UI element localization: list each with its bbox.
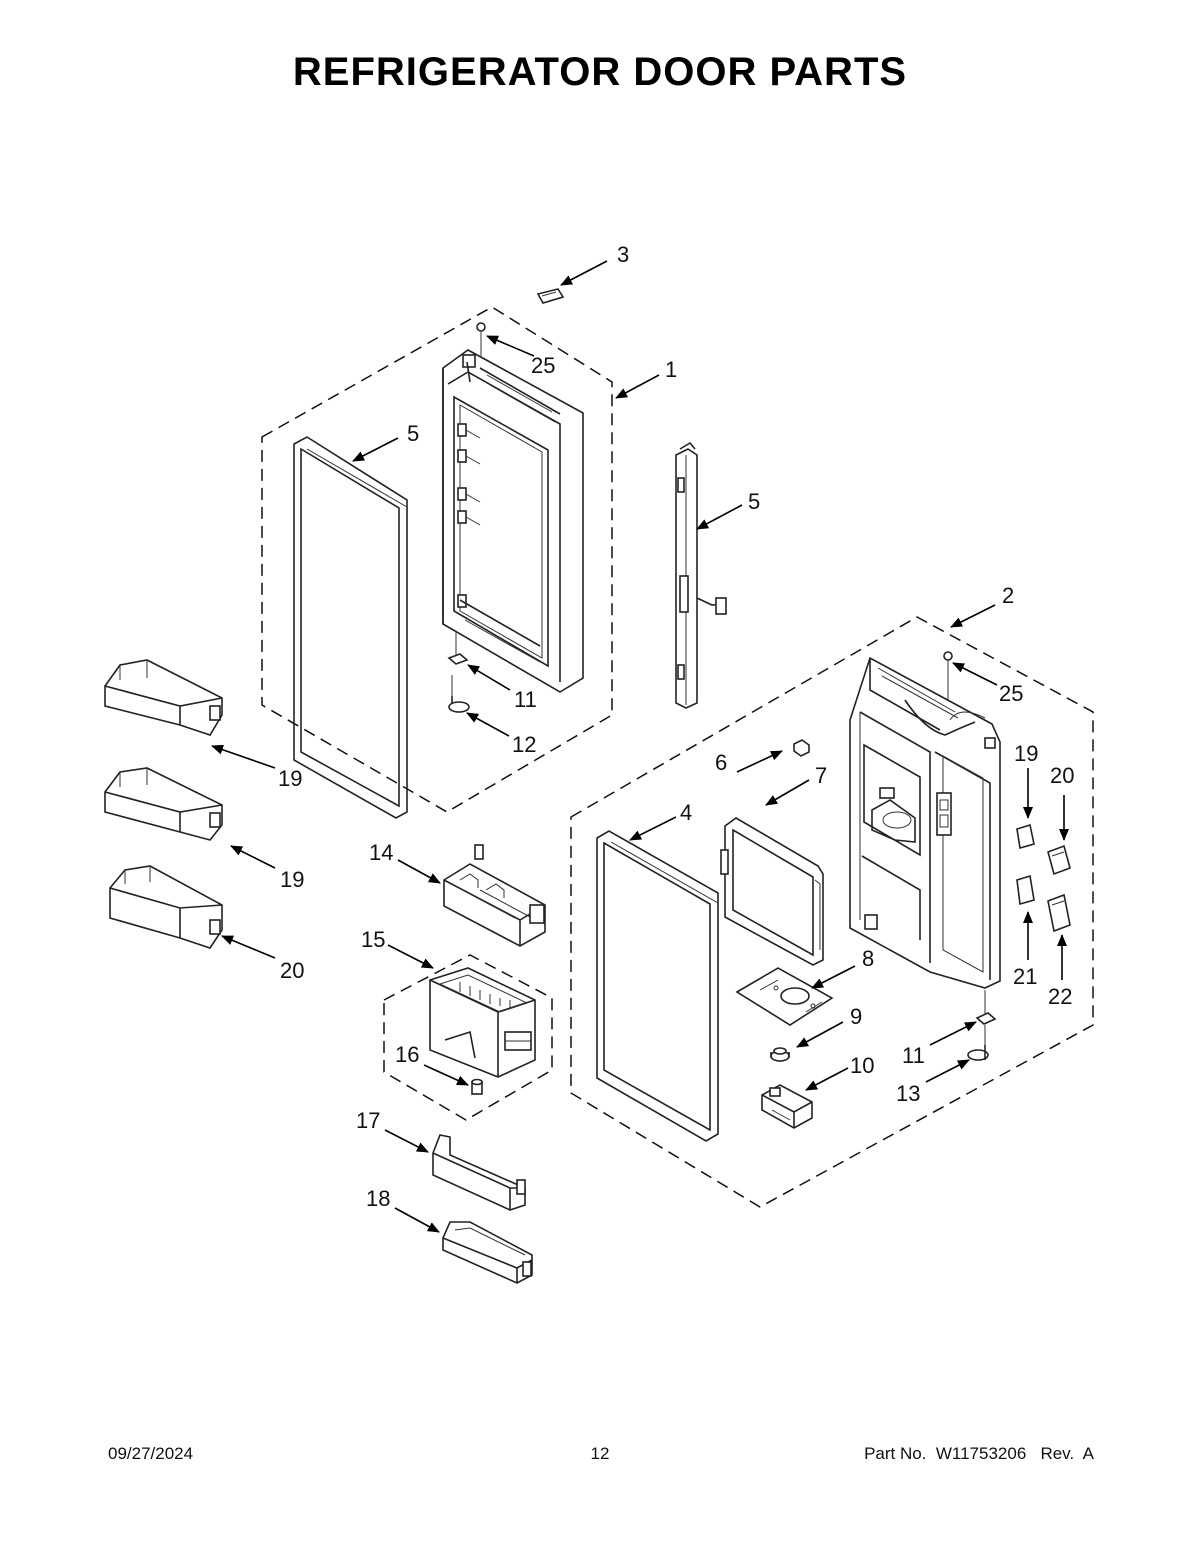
callout-label: 2 bbox=[1002, 583, 1014, 608]
callout-label: 15 bbox=[361, 927, 385, 952]
door-bin-18-part bbox=[442, 1221, 533, 1284]
callout-label: 18 bbox=[366, 1186, 390, 1211]
chute-plate-part bbox=[735, 967, 834, 1026]
callout-label: 9 bbox=[850, 1004, 862, 1029]
footer-page-number: 12 bbox=[590, 1444, 610, 1463]
door-bin-17-part bbox=[432, 1134, 526, 1211]
hinge-shim-right-part bbox=[975, 990, 997, 1025]
callout-label: 19 bbox=[278, 766, 302, 791]
right-door-part bbox=[849, 656, 1001, 989]
callout-label: 12 bbox=[512, 732, 536, 757]
screw-right-part bbox=[943, 651, 953, 700]
footer-part-number: Part No. W11753206 Rev. A bbox=[864, 1444, 1094, 1463]
callout-label: 1 bbox=[665, 357, 677, 382]
callout-label: 22 bbox=[1048, 984, 1072, 1009]
callout-label: 11 bbox=[514, 687, 537, 712]
hinge-cap-part bbox=[536, 288, 565, 304]
door-bin-20-part bbox=[109, 865, 223, 949]
callout-label: 14 bbox=[369, 840, 393, 865]
callout-label: 5 bbox=[748, 489, 760, 514]
callout-label: 21 bbox=[1013, 964, 1037, 989]
page-title: REFRIGERATOR DOOR PARTS bbox=[292, 50, 908, 94]
door-bin-19-bottom-part bbox=[104, 767, 223, 841]
callout-arrows bbox=[211, 260, 1069, 1233]
callout-label: 20 bbox=[1050, 763, 1074, 788]
callout-label: 4 bbox=[680, 800, 692, 825]
pad-24-part bbox=[1047, 893, 1071, 933]
pad-22-part bbox=[1047, 844, 1071, 876]
right-door-group-outline bbox=[570, 616, 1094, 1208]
dispenser-motor-part bbox=[761, 1084, 813, 1129]
ice-bin-group-outline bbox=[383, 954, 553, 1121]
screw-left-part bbox=[476, 322, 486, 358]
callout-label: 10 bbox=[850, 1053, 874, 1078]
callout-label: 6 bbox=[715, 750, 727, 775]
clip-part bbox=[793, 739, 810, 757]
ice-bucket-part bbox=[429, 967, 536, 1078]
ice-maker-part bbox=[443, 844, 546, 947]
hinge-bushing-right-part bbox=[967, 1025, 989, 1061]
callout-label: 3 bbox=[617, 242, 629, 267]
auger-bushing-part bbox=[471, 1078, 483, 1095]
callout-label: 17 bbox=[356, 1108, 380, 1133]
mullion-part bbox=[675, 441, 727, 709]
right-door-gasket-part bbox=[596, 830, 719, 1142]
callout-label: 16 bbox=[395, 1042, 419, 1067]
callout-label: 11 bbox=[902, 1043, 925, 1068]
callout-label: 19 bbox=[280, 867, 304, 892]
callout-label: 25 bbox=[999, 681, 1023, 706]
callout-label: 7 bbox=[815, 763, 827, 788]
dispenser-panel-part bbox=[720, 817, 824, 966]
left-door-group-outline bbox=[261, 306, 613, 813]
callout-label: 13 bbox=[896, 1081, 920, 1106]
pad-23-part bbox=[1016, 874, 1035, 906]
hinge-shim-left-part bbox=[447, 632, 469, 665]
footer-date: 09/27/2024 bbox=[108, 1444, 194, 1463]
actuator-part bbox=[770, 1047, 790, 1062]
left-door-gasket-part bbox=[293, 436, 408, 819]
callout-label: 25 bbox=[531, 353, 555, 378]
callout-label: 8 bbox=[862, 946, 874, 971]
pad-21-part bbox=[1016, 823, 1035, 850]
callout-label: 19 bbox=[1014, 741, 1038, 766]
door-bin-19-top-part bbox=[104, 659, 223, 736]
left-door-part bbox=[442, 349, 584, 693]
callout-label: 5 bbox=[407, 421, 419, 446]
callout-label: 20 bbox=[280, 958, 304, 983]
hinge-bushing-part bbox=[448, 675, 470, 713]
